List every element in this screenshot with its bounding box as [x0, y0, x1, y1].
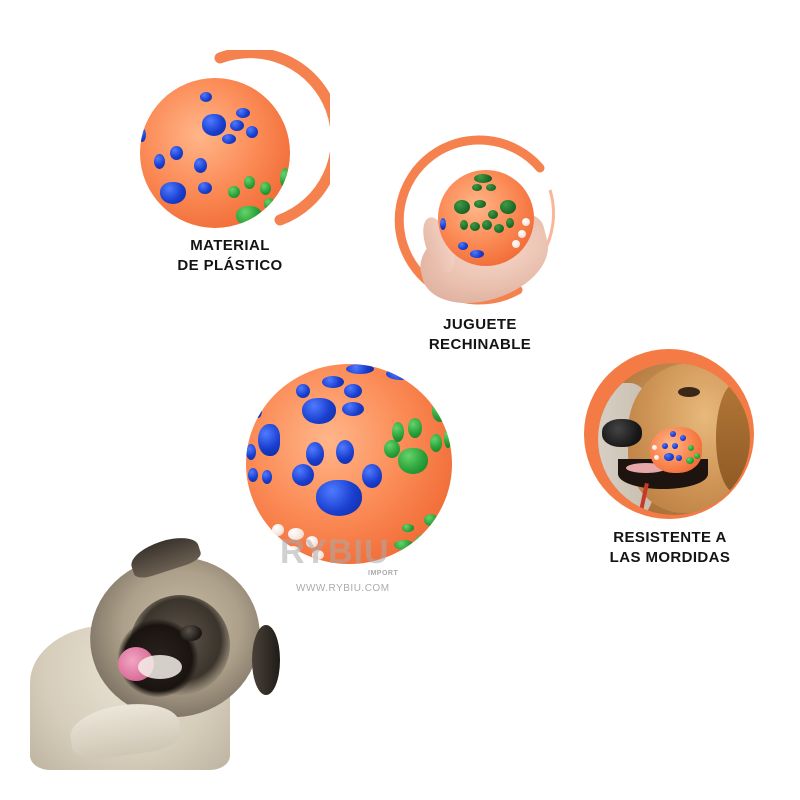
feature-bite-resistant: RESISTENTE A LAS MORDIDAS: [580, 345, 780, 575]
caption-line: RECHINABLE: [428, 336, 532, 353]
pug-nose: [180, 625, 202, 641]
feature-material: MATERIAL DE PLÁSTICO: [130, 50, 330, 280]
caption-line: JUGUETE: [443, 316, 517, 333]
watermark-url: WWW.RYBIU.COM: [296, 583, 390, 594]
plastic-ball-closeup-image: [140, 78, 290, 228]
accent-ring-arc: [214, 50, 330, 226]
golden-retriever-image: [598, 363, 750, 515]
pug-ear-right: [252, 625, 280, 695]
caption-line: MATERIAL: [190, 237, 270, 254]
caption-line: RESISTENTE A: [613, 529, 727, 546]
caption-bite-resistant: RESISTENTE A LAS MORDIDAS: [570, 528, 770, 568]
caption-line: DE PLÁSTICO: [177, 257, 283, 274]
ball-in-mouth: [650, 427, 702, 473]
watermark-logo: RYBIU: [280, 533, 390, 571]
dog-nose: [602, 419, 642, 447]
caption-line: LAS MORDIDAS: [609, 549, 731, 566]
caption-material: MATERIAL DE PLÁSTICO: [130, 236, 330, 276]
dog-eye: [678, 387, 700, 397]
feature-squeaky: JUGUETE RECHINABLE: [390, 130, 570, 360]
caption-squeaky: JUGUETE RECHINABLE: [390, 315, 570, 355]
smiling-pug-image: [30, 530, 290, 770]
ball-in-hand-image: [438, 170, 534, 266]
product-paw-ball-image: [246, 364, 452, 564]
watermark-import: IMPORT: [368, 570, 399, 577]
